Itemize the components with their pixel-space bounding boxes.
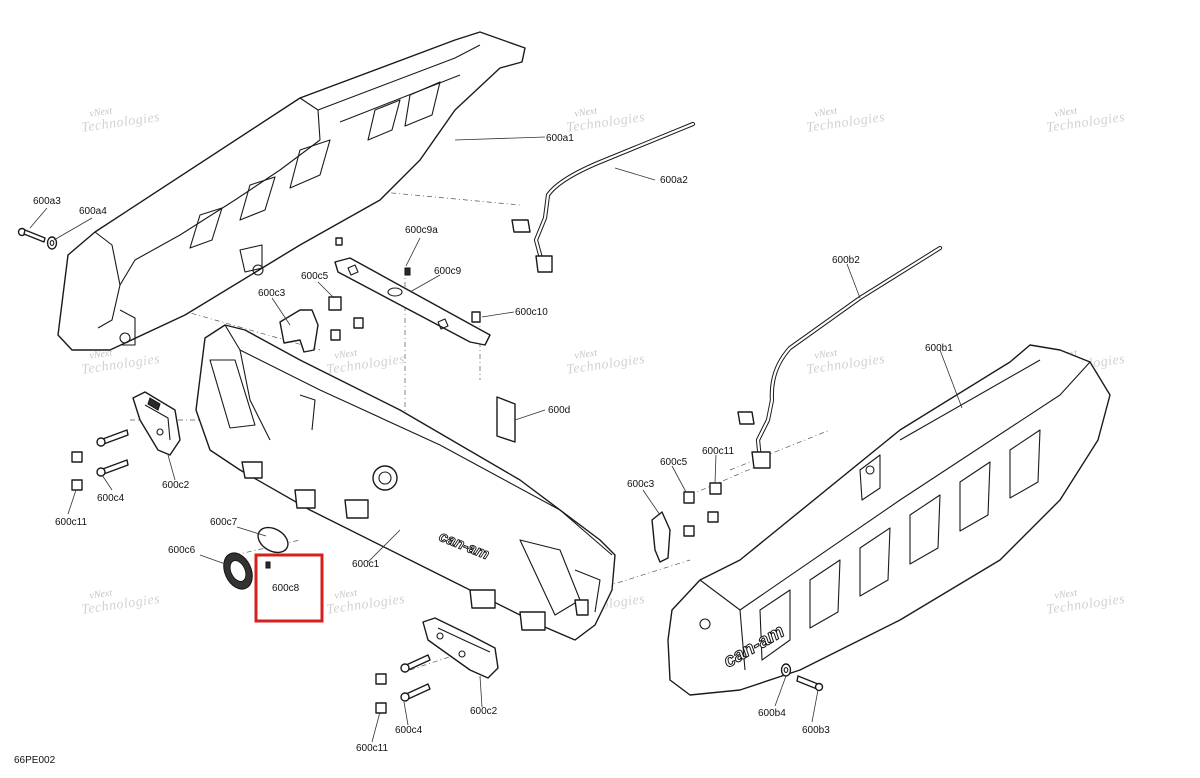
watermark: vNext Technologies xyxy=(325,347,406,377)
part-600c4-screws-left xyxy=(96,429,129,477)
part-600b1-right-step-panel: can-am xyxy=(667,344,1111,696)
label-600c4: 600c4 xyxy=(97,493,125,504)
part-600c8-pin xyxy=(265,561,271,569)
label-600c11-right: 600c11 xyxy=(702,446,735,457)
watermark: vNext Technologies xyxy=(1045,105,1126,135)
watermark: vNext Technologies xyxy=(80,105,161,135)
diagram-code: 66PE002 xyxy=(14,755,56,766)
label-600c11: 600c11 xyxy=(55,517,88,528)
svg-text:vNext: vNext xyxy=(814,105,838,119)
label-600a3: 600a3 xyxy=(33,196,61,207)
label-600c10: 600c10 xyxy=(515,307,548,318)
label-600a1: 600a1 xyxy=(546,133,574,144)
label-600c3-right: 600c3 xyxy=(627,479,655,490)
part-600c9-strap xyxy=(334,237,491,346)
label-600c4-lower: 600c4 xyxy=(395,725,423,736)
label-600c9: 600c9 xyxy=(434,266,462,277)
label-600c3: 600c3 xyxy=(258,288,286,299)
part-600d-decal xyxy=(496,396,516,443)
label-600c2: 600c2 xyxy=(162,480,190,491)
label-600a4: 600a4 xyxy=(79,206,107,217)
watermark: vNext Technologies xyxy=(1045,587,1126,617)
svg-text:vNext: vNext xyxy=(334,587,358,601)
svg-text:vNext: vNext xyxy=(814,347,838,361)
label-600c5-right: 600c5 xyxy=(660,457,688,468)
label-600b2: 600b2 xyxy=(832,255,860,266)
label-600c11-lower: 600c11 xyxy=(356,743,389,754)
svg-text:vNext: vNext xyxy=(334,347,358,361)
part-600c7-cover-disc xyxy=(257,526,289,554)
label-600c5: 600c5 xyxy=(301,271,329,282)
watermark: vNext Technologies xyxy=(565,105,646,135)
label-600c9a: 600c9a xyxy=(405,225,438,236)
label-600b4: 600b4 xyxy=(758,708,786,719)
part-600c11-nuts-right xyxy=(707,482,722,523)
watermark: vNext Technologies xyxy=(325,587,406,617)
label-600c8: 600c8 xyxy=(272,583,300,594)
part-600b2-right-grab-bar xyxy=(737,245,943,469)
part-600c6-emblem-disc xyxy=(223,552,253,590)
part-600c4-screws-lower xyxy=(400,654,431,702)
part-600a3-bolt xyxy=(17,227,46,243)
part-600a2-left-grab-bar xyxy=(511,121,696,273)
svg-text:vNext: vNext xyxy=(1054,587,1078,601)
part-600c3-bracket-right xyxy=(651,511,671,563)
label-600c1: 600c1 xyxy=(352,559,380,570)
svg-text:vNext: vNext xyxy=(89,347,113,361)
label-600c2-lower: 600c2 xyxy=(470,706,498,717)
highlight-box xyxy=(254,553,324,623)
watermark: vNext Technologies xyxy=(805,347,886,377)
leader-lines xyxy=(29,136,963,743)
part-600c1-main-bumper: can-am xyxy=(195,324,616,641)
label-600b1: 600b1 xyxy=(925,343,953,354)
svg-text:vNext: vNext xyxy=(1054,105,1078,119)
svg-text:vNext: vNext xyxy=(574,105,598,119)
part-600c3-bracket-left xyxy=(279,309,319,353)
watermark: vNext Technologies xyxy=(80,587,161,617)
label-600a2: 600a2 xyxy=(660,175,688,186)
label-600b3: 600b3 xyxy=(802,725,830,736)
part-600c11-nuts-left xyxy=(71,451,83,491)
part-600a4-washer xyxy=(46,236,58,250)
callout-labels: 600a1 600a2 600a3 600a4 600c9a 600c9 600… xyxy=(14,133,953,766)
label-600c6: 600c6 xyxy=(168,545,196,556)
part-600c2-bracket-lower xyxy=(422,617,499,679)
svg-text:vNext: vNext xyxy=(89,105,113,119)
watermark: vNext Technologies xyxy=(805,105,886,135)
part-600a1-left-step-panel xyxy=(57,31,526,351)
label-600c7: 600c7 xyxy=(210,517,238,528)
watermark: vNext Technologies xyxy=(565,347,646,377)
part-600b3-bolt xyxy=(796,675,824,692)
part-600b4-washer xyxy=(780,663,792,677)
svg-text:vNext: vNext xyxy=(89,587,113,601)
part-600c11-nuts-lower xyxy=(375,673,387,714)
part-600c5-nuts-left xyxy=(328,296,364,341)
label-600d: 600d xyxy=(548,405,570,416)
part-600c2-bracket-left xyxy=(132,391,181,456)
part-600c10-screw xyxy=(471,311,481,323)
svg-text:vNext: vNext xyxy=(574,347,598,361)
part-600c5-nuts-right xyxy=(683,491,695,537)
